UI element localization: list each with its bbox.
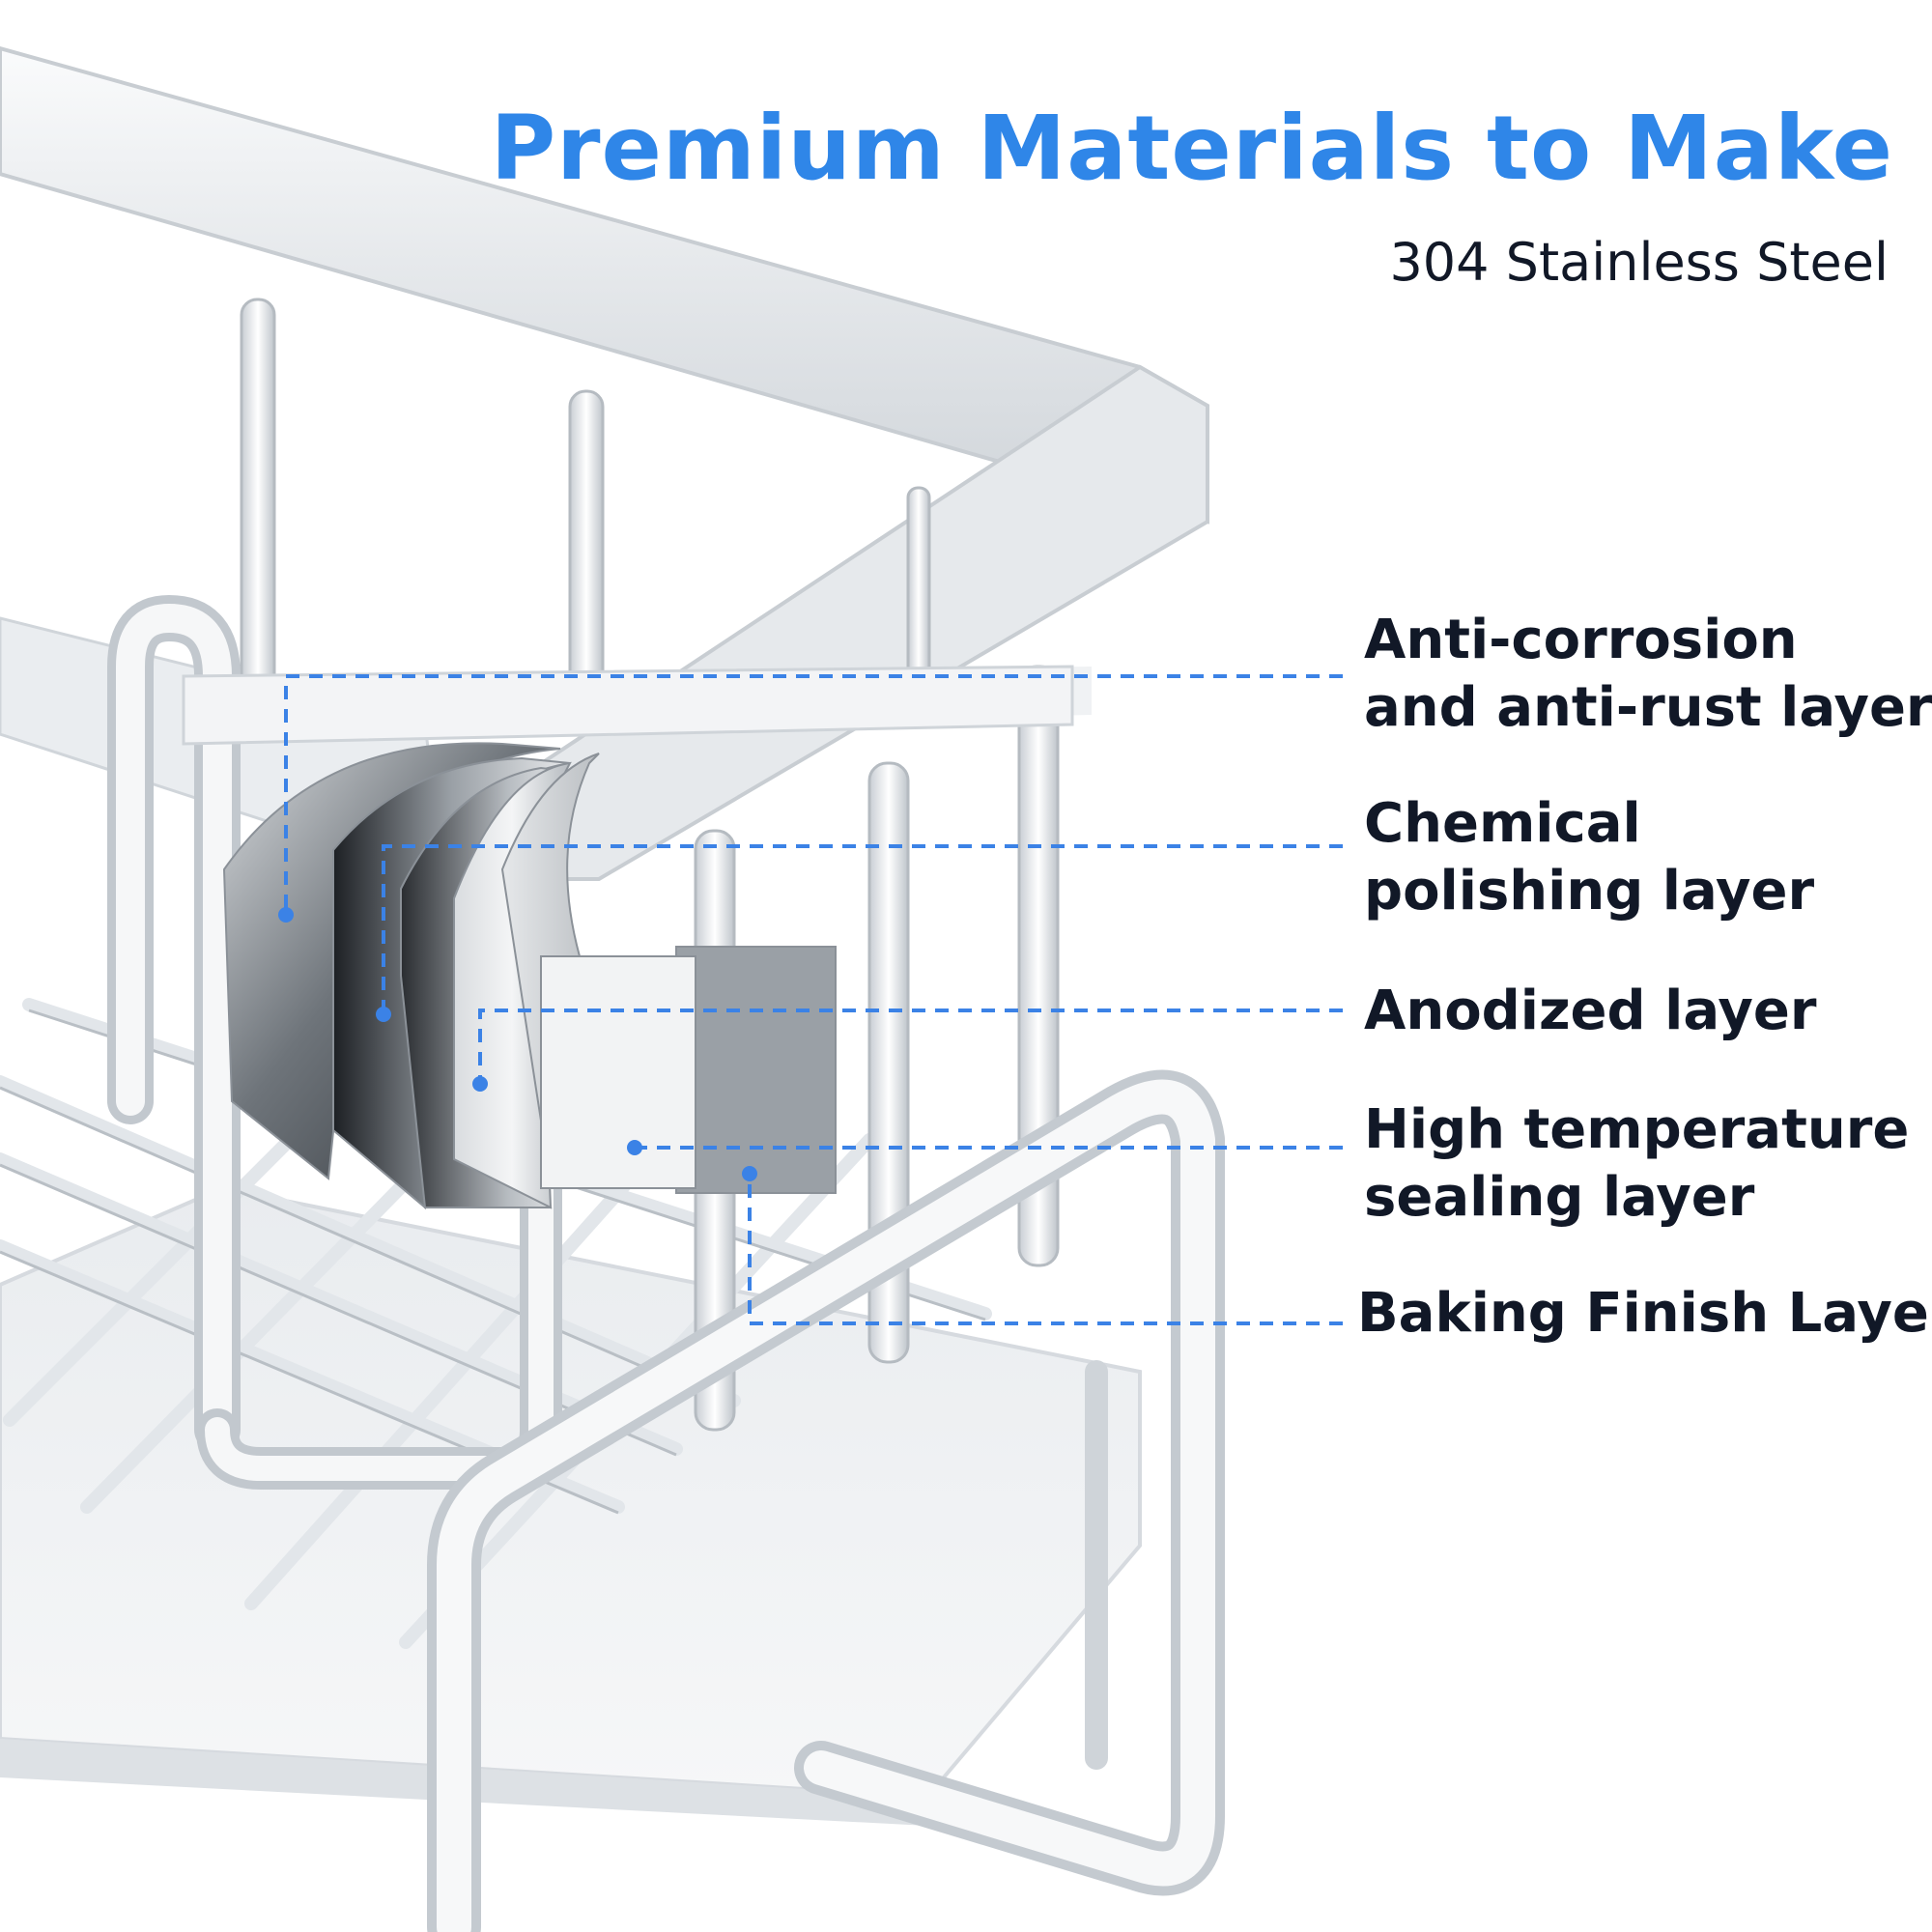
leader-line-5 [748, 1174, 1343, 1325]
callout-line: and anti-rust layer [1364, 676, 1932, 739]
callout-anti-corrosion: Anti-corrosion and anti-rust layer [1364, 607, 1932, 742]
front-crossbar [182, 665, 1074, 746]
bottom-tray [0, 1185, 1142, 1826]
leader-line-2 [382, 844, 1343, 1012]
headline: Premium Materials to Make [490, 97, 1893, 200]
subheadline: 304 Stainless Steel [1389, 232, 1889, 293]
callout-anodized: Anodized layer [1364, 978, 1816, 1045]
callout-line: Anodized layer [1364, 980, 1817, 1042]
leader-lines [284, 674, 1343, 1325]
callout-chemical-polishing: Chemical polishing layer [1364, 790, 1814, 925]
callout-high-temp-sealing: High temperature sealing layer [1364, 1096, 1909, 1232]
dot-marker-icon [376, 1007, 391, 1022]
material-layers-curl [222, 742, 837, 1210]
dot-marker-icon [742, 1166, 757, 1181]
callout-line: Chemical [1364, 792, 1641, 855]
front-frame-right [427, 1069, 1225, 1932]
callout-line: polishing layer [1364, 860, 1815, 923]
dot-marker-icon [472, 1076, 488, 1092]
leader-dots [278, 907, 757, 1181]
callout-baking-finish: Baking Finish Layer [1357, 1280, 1932, 1348]
callout-line: sealing layer [1364, 1166, 1755, 1229]
dot-marker-icon [627, 1140, 642, 1155]
callout-line: High temperature [1364, 1098, 1910, 1161]
callout-line: Anti-corrosion [1364, 609, 1798, 671]
callout-line: Baking Finish Layer [1357, 1282, 1932, 1345]
leader-line-3 [478, 1009, 1343, 1082]
leader-line-1 [284, 674, 1343, 913]
dot-marker-icon [278, 907, 294, 923]
